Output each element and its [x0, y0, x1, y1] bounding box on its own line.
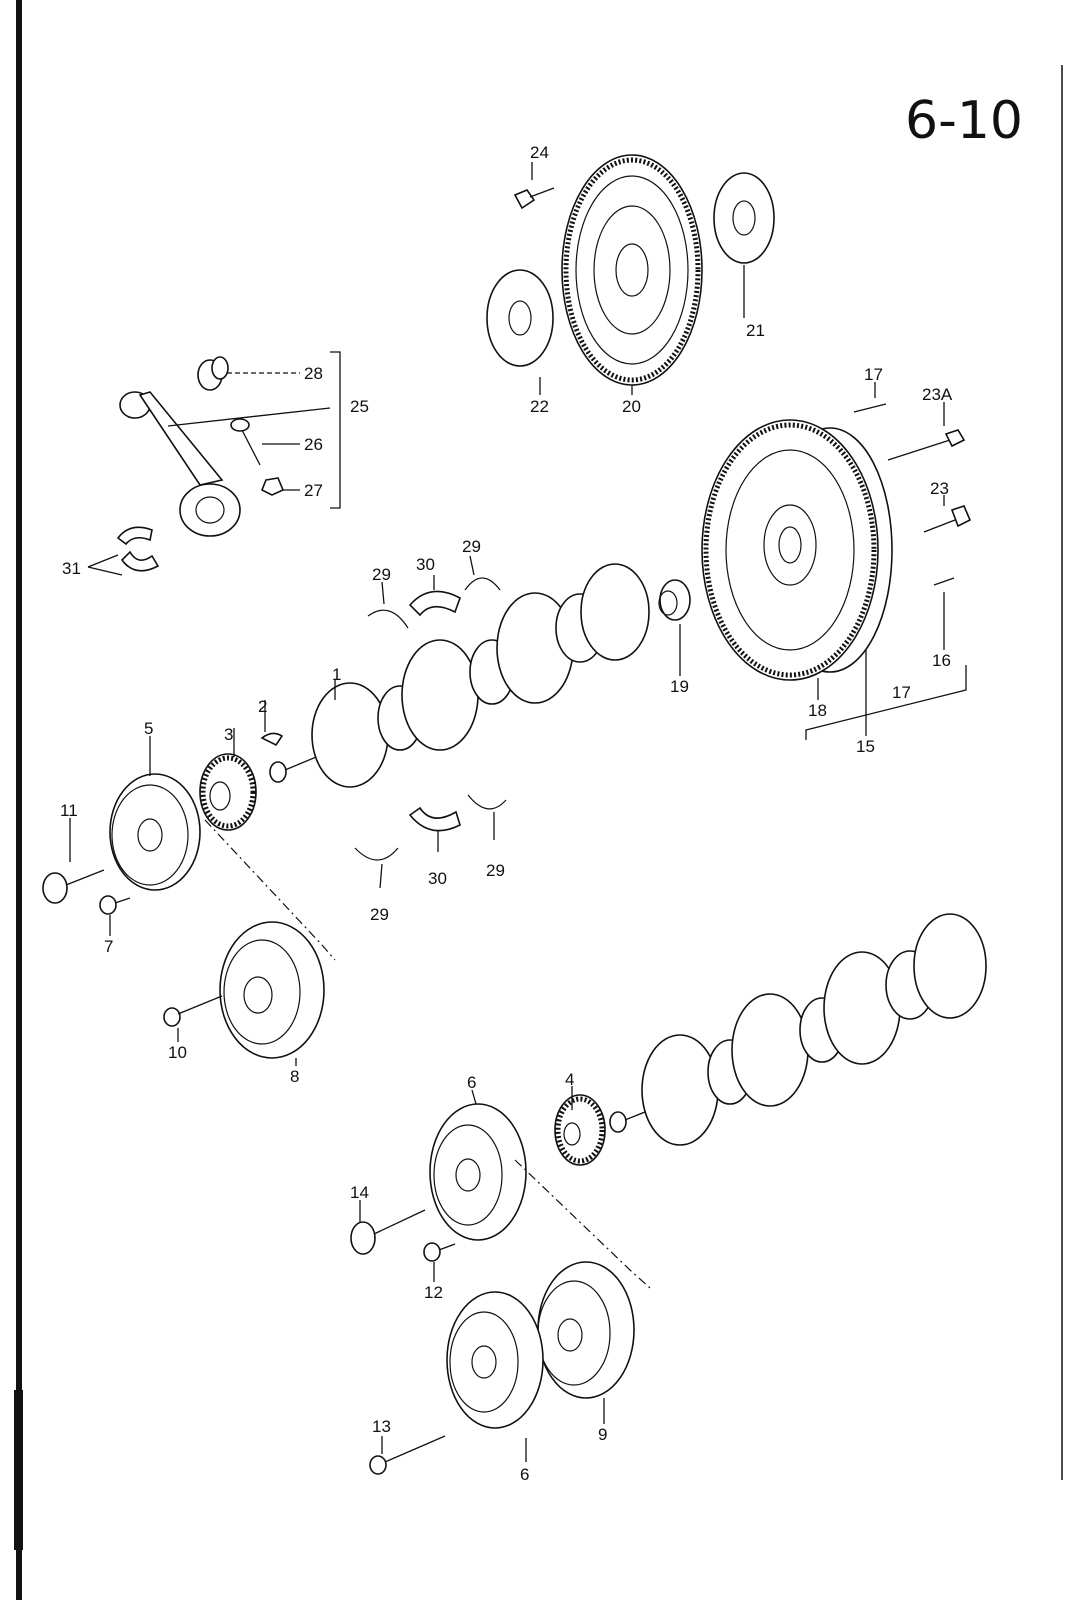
callout-16: 16: [932, 651, 951, 670]
dowel-17: [853, 403, 887, 413]
flywheel-20: [561, 154, 703, 386]
callout-22: 22: [530, 397, 549, 416]
callout-7: 7: [104, 937, 113, 956]
callout-17-top: 17: [864, 365, 883, 384]
callout-6-lower: 6: [520, 1465, 529, 1484]
crankshaft-1: [269, 563, 650, 788]
callout-12: 12: [424, 1283, 443, 1302]
callout-27: 27: [304, 481, 323, 500]
sprocket-4: [554, 1094, 606, 1166]
callout-2: 2: [258, 697, 267, 716]
callout-8: 8: [290, 1067, 299, 1086]
bushing-28: [197, 356, 229, 391]
callout-1: 1: [332, 665, 341, 684]
callout-6-upper: 6: [467, 1073, 476, 1092]
callout-24: 24: [530, 143, 549, 162]
pulley-6-upper: [429, 1103, 527, 1241]
centerline-upper: [204, 819, 336, 961]
bolt-12: [423, 1242, 456, 1262]
pulley-5: [109, 773, 201, 891]
callout-25: 25: [350, 397, 369, 416]
drive-plate-15: [701, 419, 893, 681]
callout-21: 21: [746, 321, 765, 340]
bolt-7: [99, 895, 131, 915]
callout-14: 14: [350, 1183, 369, 1202]
dowel-16: [933, 577, 955, 586]
needle-bearing-19: [658, 579, 691, 621]
callout-labels: 1 2 3 4 5 6 6 7 8 9 10 11 12 13 14 15 16…: [60, 143, 953, 1484]
callout-30-b: 30: [428, 869, 447, 888]
leader-lines: [69, 162, 967, 1462]
thrust-washer-29-b: [464, 577, 501, 591]
thrust-washer-29-c: [354, 847, 399, 861]
scan-left-edge-mark: [14, 1390, 23, 1550]
key-2: [260, 732, 284, 747]
callout-17-bottom: 17: [892, 683, 911, 702]
thrust-washer-29-a: [367, 609, 409, 629]
scan-left-edge: [16, 0, 22, 1600]
bolt-11: [42, 869, 105, 904]
pulley-9: [537, 1261, 635, 1399]
callout-19: 19: [670, 677, 689, 696]
callout-18: 18: [808, 701, 827, 720]
nut-27: [260, 477, 285, 496]
callout-9: 9: [598, 1425, 607, 1444]
callout-5: 5: [144, 719, 153, 738]
page-number: 6-10: [905, 91, 1023, 151]
callout-29-d: 29: [486, 861, 505, 880]
pulley-6-lower: [446, 1291, 544, 1429]
callout-28: 28: [304, 364, 323, 383]
callout-3: 3: [224, 725, 233, 744]
callout-23a: 23A: [922, 385, 953, 404]
main-bearing-30-b: [408, 806, 461, 832]
callout-31: 31: [62, 559, 81, 578]
centerline-lower: [514, 1159, 651, 1289]
main-bearing-30-a: [408, 590, 461, 617]
callout-26: 26: [304, 435, 323, 454]
bolt-23a: [887, 429, 966, 461]
spacer-plate-21: [713, 172, 775, 264]
connecting-rod-25: [119, 391, 241, 537]
sprocket-3: [199, 753, 257, 831]
bolt-10: [163, 995, 223, 1027]
bearing-shells-31: [116, 526, 160, 572]
callout-29-a: 29: [372, 565, 391, 584]
bolt-13: [369, 1435, 446, 1475]
crankshaft-lower: [609, 913, 987, 1146]
callout-11: 11: [60, 801, 78, 820]
callout-20: 20: [622, 397, 641, 416]
callout-29-c: 29: [370, 905, 389, 924]
spacer-plate-22: [486, 269, 554, 367]
callout-15: 15: [856, 737, 875, 756]
callout-30-a: 30: [416, 555, 435, 574]
thrust-washer-29-d: [467, 794, 507, 810]
callout-10: 10: [168, 1043, 187, 1062]
bolt-24: [513, 187, 555, 210]
callout-13: 13: [372, 1417, 391, 1436]
bolt-23: [923, 505, 972, 533]
callout-29-b: 29: [462, 537, 481, 556]
callout-4: 4: [565, 1070, 574, 1089]
bolt-26: [230, 418, 261, 466]
pulley-8: [219, 921, 325, 1059]
bolt-14: [350, 1209, 426, 1255]
callout-23: 23: [930, 479, 949, 498]
